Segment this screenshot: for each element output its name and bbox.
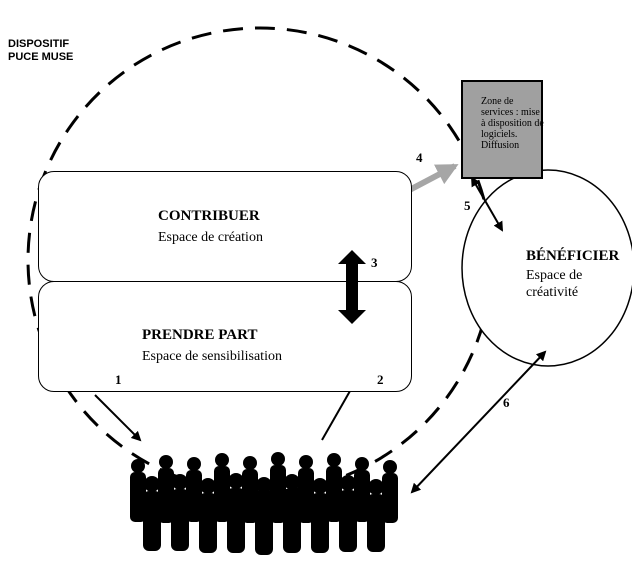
arrow-label-1: 1: [115, 372, 122, 387]
arrow-label-3: 3: [371, 255, 378, 270]
arrow-6: [410, 350, 547, 494]
services-line-2: services : mise: [481, 107, 540, 118]
arrow-5: [471, 176, 503, 232]
arrow-label-6: 6: [503, 395, 510, 410]
beneficier-line-2: créativité: [526, 285, 579, 300]
services-line-1: Zone de: [481, 96, 514, 107]
arrow-label-5: 5: [464, 198, 471, 213]
contribuer-title: CONTRIBUER: [158, 208, 260, 224]
services-line-5: Diffusion: [481, 140, 520, 151]
dispositif-title-line-2: PUCE MUSE: [8, 51, 74, 63]
dispositif-title-line-1: DISPOSITIF: [8, 38, 70, 50]
beneficier-line-1: Espace de: [526, 268, 583, 283]
beneficier-title: BÉNÉFICIER: [526, 248, 620, 264]
services-box: [461, 80, 543, 179]
arrow-label-2: 2: [377, 372, 384, 387]
prendre-part-subtitle: Espace de sensibilisation: [142, 349, 282, 364]
arrow-label-4: 4: [416, 150, 423, 165]
contribuer-subtitle: Espace de création: [158, 230, 263, 245]
beneficier-circle: [461, 169, 632, 367]
services-line-3: à disposition de: [481, 118, 544, 129]
crowd-silhouette-icon: [130, 452, 398, 555]
services-line-4: logiciels.: [481, 129, 518, 140]
prendre-part-title: PRENDRE PART: [142, 327, 258, 343]
arrow-3: [338, 250, 366, 324]
arrow-1: [94, 394, 142, 442]
